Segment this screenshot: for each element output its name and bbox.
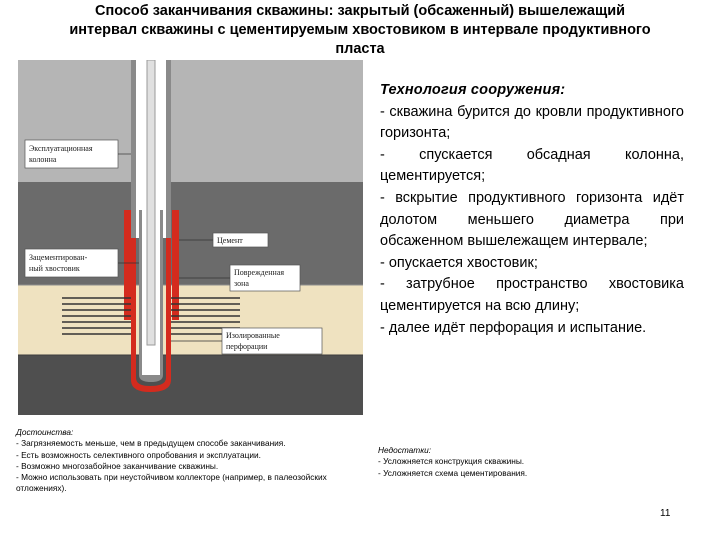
disadvantages-section: Недостатки: - Усложняется конструкция ск… — [378, 445, 698, 479]
disadvantages-heading: Недостатки: — [378, 445, 432, 455]
technology-item: - скважина бурится до кровли продуктивно… — [380, 103, 684, 142]
technology-item: - вскрытие продуктивного горизонта идёт … — [380, 189, 684, 250]
label-operation-column: Эксплуатационная колонна — [24, 139, 131, 169]
cement-upper-right — [172, 210, 179, 320]
page-number: 11 — [660, 508, 671, 519]
svg-text:Цемент: Цемент — [217, 236, 243, 245]
svg-text:Изолированные: Изолированные — [226, 331, 280, 340]
technology-heading: Технология сооружения: — [380, 82, 566, 98]
disadvantage-item: - Усложняется схема цементирования. — [378, 467, 528, 478]
advantage-item: - Можно использовать при неустойчивом ко… — [16, 472, 327, 494]
liner-left-wall — [139, 210, 142, 375]
advantage-item: - Есть возможность селективного опробова… — [16, 449, 261, 460]
technology-item: - далее идёт перфорация и испытание. — [380, 319, 647, 336]
svg-text:Зацементирован-: Зацементирован- — [29, 253, 88, 262]
advantages-section: Достоинства: - Загрязняемость меньше, че… — [16, 427, 366, 495]
label-cement: Цемент — [179, 232, 269, 248]
svg-text:Поврежденная: Поврежденная — [234, 268, 284, 277]
slide-title: Способ заканчивания скважины: закрытый (… — [20, 2, 700, 59]
advantages-heading: Достоинства: — [16, 427, 74, 437]
title-line-1: Способ заканчивания скважины: закрытый (… — [94, 3, 626, 19]
label-damaged-zone: Поврежденная зона — [179, 264, 301, 292]
label-cemented-liner: Зацементирован- ный хвостовик — [24, 248, 139, 278]
advantage-item: - Возможно многозабойное заканчивание ск… — [16, 460, 219, 471]
title-line-3: пласта — [335, 41, 385, 57]
technology-item: - затрубное пространство хвостовика цеме… — [380, 276, 684, 314]
liner-right-wall — [160, 210, 163, 375]
cement-upper-left — [124, 210, 131, 320]
layer-bottom — [18, 355, 363, 415]
disadvantage-item: - Усложняется конструкция скважины. — [378, 456, 525, 467]
liner-cement — [131, 235, 171, 392]
advantage-item: - Загрязняемость меньше, чем в предыдуще… — [16, 438, 286, 449]
svg-text:колонна: колонна — [29, 155, 57, 164]
label-isolated-perforations: Изолированные перфорации — [171, 327, 323, 355]
technology-section: Технология сооружения: - скважина буритс… — [380, 80, 684, 339]
svg-text:перфорации: перфорации — [226, 342, 268, 351]
casing-left-wall — [131, 60, 136, 238]
svg-text:Эксплуатационная: Эксплуатационная — [29, 144, 93, 153]
title-line-2: интервал скважины с цементируемым хвосто… — [69, 22, 651, 38]
casing-right-wall — [166, 60, 171, 238]
svg-text:зона: зона — [234, 279, 249, 288]
well-completion-diagram: Эксплуатационная колонна Зацементирован-… — [18, 60, 363, 415]
tubing — [146, 60, 156, 346]
perforations-left — [62, 297, 131, 335]
technology-item: - опускается хвостовик; — [380, 254, 538, 271]
technology-item: - спускается обсадная колонна, цементиру… — [380, 146, 684, 185]
svg-text:ный хвостовик: ный хвостовик — [29, 264, 80, 273]
